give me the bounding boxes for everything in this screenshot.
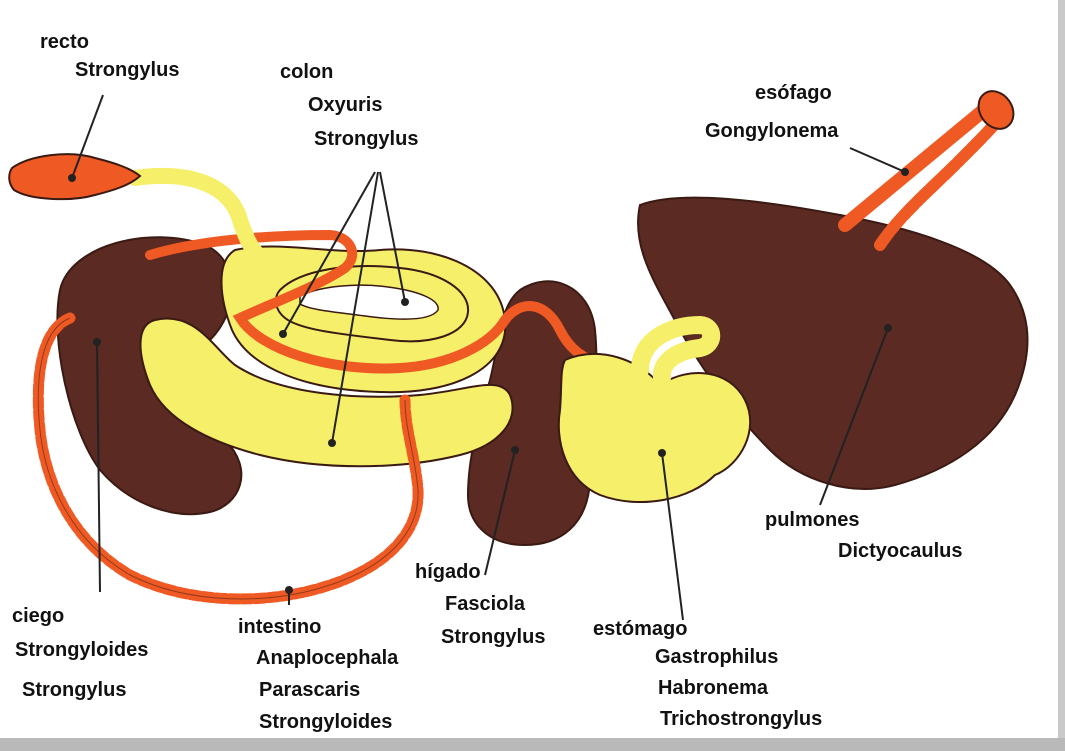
estomago-parasite-2: Habronema — [658, 676, 768, 700]
esofago-leader — [850, 148, 905, 172]
estomago-neck — [640, 325, 711, 378]
ciego-parasite-1: Strongyloides — [15, 638, 148, 662]
recto-label: recto — [40, 30, 89, 54]
intestino-parasite-2: Parascaris — [259, 678, 360, 702]
colon-parasite-2: Strongylus — [314, 127, 418, 151]
estomago-label: estómago — [593, 617, 687, 641]
ciego-label: ciego — [12, 604, 64, 628]
esofago-opening — [971, 84, 1020, 135]
higado-parasite-1: Fasciola — [445, 592, 525, 616]
esofago-parasite-1: Gongylonema — [705, 119, 838, 143]
frame-right-border — [1058, 0, 1065, 751]
estomago-parasite-3: Trichostrongylus — [660, 707, 822, 731]
ciego-parasite-2: Strongylus — [22, 678, 126, 702]
colon-parasite-1: Oxyuris — [308, 93, 382, 117]
colon-label: colon — [280, 60, 333, 84]
esofago-label: esófago — [755, 81, 832, 105]
recto-parasite-1: Strongylus — [75, 58, 179, 82]
estomago-parasite-1: Gastrophilus — [655, 645, 778, 669]
frame-bottom-border — [0, 738, 1065, 751]
higado-label: hígado — [415, 560, 481, 584]
pulmones-parasite-1: Dictyocaulus — [838, 539, 962, 563]
intestino-label: intestino — [238, 615, 321, 639]
pulmones-label: pulmones — [765, 508, 859, 532]
intestino-parasite-3: Strongyloides — [259, 710, 392, 734]
intestino-parasite-1: Anaplocephala — [256, 646, 398, 670]
higado-parasite-2: Strongylus — [441, 625, 545, 649]
